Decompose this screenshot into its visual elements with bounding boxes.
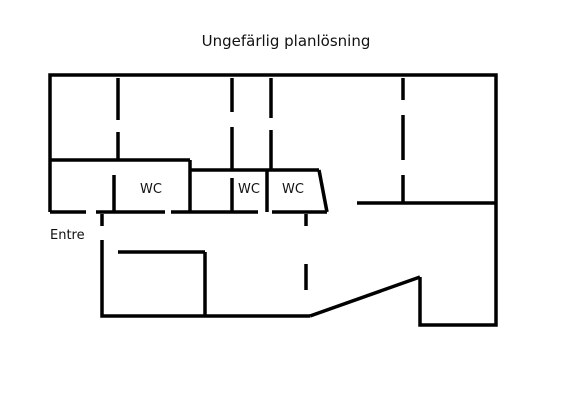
corridor-wall-diagonal: [309, 275, 421, 318]
floor-plan-title: Ungefärlig planlösning: [201, 32, 371, 50]
wc-label-3: WC: [282, 182, 304, 197]
wc-block-right-slanted: [317, 169, 329, 213]
wc-label-1: WC: [140, 182, 162, 197]
wc-label-2: WC: [238, 182, 260, 197]
outer-wall-bottom: [100, 240, 310, 318]
outer-wall-top-right: [48, 73, 498, 327]
entrance-label: Entre: [50, 228, 85, 243]
